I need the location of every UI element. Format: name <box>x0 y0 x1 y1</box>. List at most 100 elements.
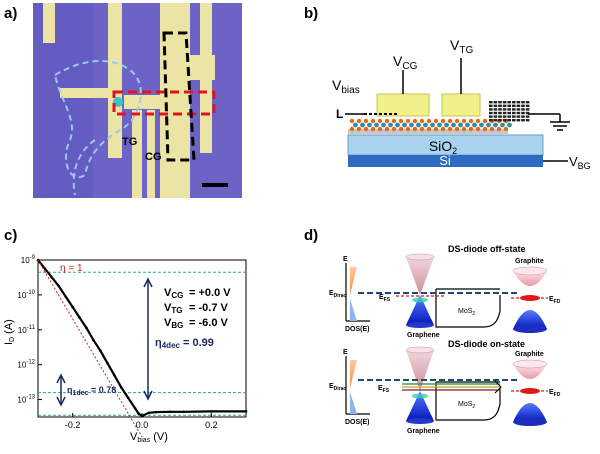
data-point <box>43 267 47 271</box>
tg-electrode <box>132 110 142 198</box>
y-tick-label: 10-12 <box>17 360 35 370</box>
graphite-atom <box>502 119 507 122</box>
data-point <box>182 410 185 414</box>
ideal-slope-line <box>37 259 143 438</box>
atom <box>430 122 435 128</box>
graphite-atom <box>498 101 502 104</box>
data-point <box>137 412 140 415</box>
atom <box>451 122 456 128</box>
black-dashed-box <box>162 31 196 162</box>
atom <box>395 122 400 128</box>
graphite-atom <box>516 108 521 111</box>
cg-gate <box>376 93 430 117</box>
atom <box>349 126 355 132</box>
atom <box>363 118 369 124</box>
data-point <box>154 410 158 414</box>
data-point <box>133 406 137 410</box>
data-point <box>140 414 144 418</box>
atom <box>447 118 453 124</box>
electrode <box>124 95 164 109</box>
red-dashed-box <box>112 90 216 116</box>
mos2-label: MoS2 <box>458 308 475 317</box>
tg-label: TG <box>122 136 137 148</box>
graphite-atom <box>493 111 498 115</box>
mos2-band <box>435 382 501 421</box>
graphite-atom <box>521 104 525 107</box>
graphite-atom <box>525 101 530 104</box>
ground-icon <box>550 121 570 131</box>
graphite-atom <box>516 119 521 122</box>
electrode <box>108 3 122 158</box>
atom <box>398 118 404 124</box>
vbg-value: VBG= -6.0 V <box>164 317 228 330</box>
y-axis-label: ID (A) <box>3 319 16 345</box>
vbg-label: VBG <box>569 154 591 171</box>
atom <box>437 122 442 128</box>
x-axis-label: Vbias (V) <box>130 431 168 444</box>
atom <box>391 118 397 124</box>
atom <box>433 126 439 132</box>
atom <box>356 118 362 124</box>
e-fd-label: EFD <box>549 389 561 398</box>
atom <box>405 126 411 132</box>
atom <box>454 126 460 132</box>
atom <box>433 118 439 124</box>
atom <box>426 126 432 132</box>
e-dirac-label: EDirac <box>329 290 346 299</box>
atom <box>493 122 498 128</box>
atom <box>384 126 390 132</box>
mos2-atoms <box>349 118 512 132</box>
data-point <box>50 276 54 279</box>
atom <box>349 118 355 124</box>
y-tick-label: 10-10 <box>17 290 35 300</box>
graphite-atom <box>512 101 516 104</box>
atom <box>496 126 502 132</box>
atom <box>482 126 488 132</box>
graphite-band-bottom <box>513 403 547 422</box>
graphite-atom <box>525 115 530 118</box>
graphite-atom <box>512 111 516 115</box>
graphite-atom <box>507 119 511 122</box>
graphite-atom <box>498 119 502 122</box>
atom <box>458 122 463 128</box>
atom <box>468 118 474 124</box>
data-point <box>57 284 61 288</box>
graphene-cone-top <box>406 257 434 295</box>
cg-label: CG <box>145 151 162 163</box>
graphene-cone-bottom <box>406 391 434 421</box>
graphite-label: Graphite <box>515 351 544 358</box>
atom <box>405 118 411 124</box>
data-point <box>71 305 74 309</box>
e-fs-label: EFS <box>378 385 390 394</box>
graphite-atom <box>521 119 525 122</box>
graphite-atom <box>525 119 530 122</box>
atom <box>412 118 418 124</box>
cg-electrode <box>147 110 155 198</box>
electrode <box>60 88 110 98</box>
si-layer <box>348 155 543 167</box>
eta4-value: η4dec = 0.99 <box>155 337 214 350</box>
panel-b: b) SiO2 Si VBG VCG VTG Vbias L <box>304 5 591 171</box>
vtg-value: VTG= -0.7 V <box>164 302 228 315</box>
energy-axis-label: E <box>343 349 348 356</box>
atom <box>416 122 421 128</box>
atom <box>500 122 505 128</box>
graphite-atom <box>507 104 511 107</box>
plot-series <box>36 258 248 438</box>
graphene-cone-bottom <box>406 295 434 325</box>
flake-outline <box>53 59 142 179</box>
graphite-band-top <box>513 271 547 286</box>
atom <box>482 118 488 124</box>
atom <box>374 122 379 128</box>
graphite-atom <box>521 115 525 118</box>
x-tick-label: -0.2 <box>65 420 81 430</box>
atom <box>419 126 425 132</box>
graphite-atom <box>493 115 498 118</box>
dos-filled <box>350 267 357 295</box>
e-dirac-label: EDirac <box>329 383 346 392</box>
data-point <box>244 410 248 413</box>
